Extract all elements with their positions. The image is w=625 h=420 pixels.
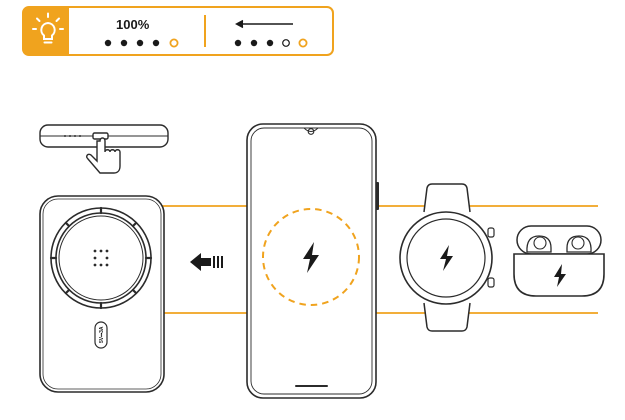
- led-dot: [120, 39, 128, 47]
- notch: [303, 127, 319, 132]
- watch-crown-bottom: [487, 277, 495, 288]
- charging-dots: [234, 38, 308, 48]
- watch-strap-top: [423, 183, 471, 213]
- charging-zone-circle: [262, 208, 360, 306]
- center-dots: [93, 249, 109, 267]
- led-dot: [152, 39, 160, 47]
- led-dot-orange: [298, 38, 308, 48]
- lightning-icon: [303, 242, 319, 273]
- usb-c-port-label: [94, 321, 108, 349]
- led-dot: [104, 39, 112, 47]
- watch-strap-bottom: [423, 302, 471, 332]
- watch-crown-top: [487, 227, 495, 238]
- power-bank-top-view: [39, 124, 169, 174]
- led-dot: [250, 39, 258, 47]
- earbud-right-tip: [571, 236, 585, 250]
- led-dot: [266, 39, 274, 47]
- power-bank-label: 5V⎓3A: [99, 326, 105, 343]
- magnetic-ring-inner: [58, 215, 144, 301]
- left-arrow-icon: [235, 19, 293, 29]
- lightning-icon: [554, 264, 566, 287]
- lightbulb-icon: [32, 12, 64, 44]
- led-dot: [136, 39, 144, 47]
- indicator-panel: 100%: [22, 6, 334, 56]
- earbuds-case: [513, 225, 605, 297]
- finger-press-icon: [86, 137, 121, 174]
- side-button: [376, 182, 379, 210]
- smartwatch: [399, 183, 495, 332]
- led-dot: [234, 39, 242, 47]
- power-bank-front: 5V⎓3A: [39, 195, 165, 393]
- earbud-left-tip: [533, 236, 547, 250]
- full-charge-percent: 100%: [116, 17, 150, 32]
- led-dots-small: [64, 135, 81, 137]
- left-arrow-icon: [190, 253, 223, 271]
- led-dot-hollow: [282, 39, 290, 47]
- ring-marks: [49, 206, 153, 310]
- smartphone: [246, 123, 379, 399]
- led-dot-orange: [169, 38, 179, 48]
- lightning-icon: [440, 245, 453, 271]
- full-charge-dots: [104, 38, 179, 48]
